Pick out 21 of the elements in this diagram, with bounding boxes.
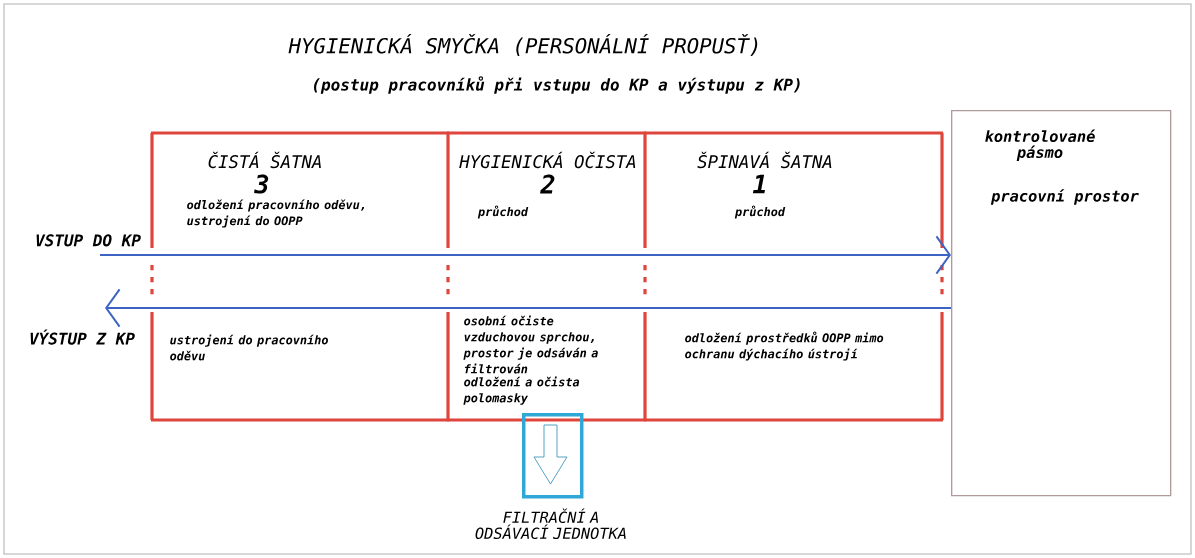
flow-label: VÝSTUP Z KP bbox=[30, 329, 135, 345]
title: HYGIENICKÁ SMYČKA (PERSONÁLNÍ PROPUSŤ) bbox=[288, 34, 758, 56]
arrow bbox=[99, 235, 951, 275]
subtitle: (postup pracovníků při vstupu do KP a výstupu z KP) bbox=[314, 76, 800, 94]
step-text: odložení pracovního oděvu, ustrojení do OOPP bbox=[187, 199, 365, 228]
step-text: ustrojení do pracovního oděvu bbox=[170, 334, 328, 361]
zone-label: pracovní prostor bbox=[990, 189, 1139, 205]
room-heading: ŠPINAVÁ ŠATNA bbox=[697, 151, 832, 169]
flow-label: VSTUP DO KP bbox=[36, 234, 141, 247]
room-number: 3 bbox=[254, 174, 269, 194]
step-text: odložení prostředků OOPP mimo ochranu dýchacího ústrojí bbox=[685, 331, 884, 361]
unit-label: FILTRAČNÍ A ODSÁVACÍ JEDNOTKA bbox=[475, 508, 626, 540]
zone-label: kontrolované pásmo bbox=[985, 129, 1096, 162]
step-text: odložení a očista polomasky bbox=[463, 376, 580, 405]
room-heading: ČISTÁ ŠATNA bbox=[208, 151, 321, 169]
step-text: průchod bbox=[477, 205, 529, 219]
step-text: průchod bbox=[734, 205, 786, 219]
arrow bbox=[105, 288, 952, 328]
room-number: 1 bbox=[752, 174, 765, 194]
room-heading: HYGIENICKÁ OČISTA bbox=[459, 151, 636, 169]
room-number: 2 bbox=[540, 174, 555, 194]
